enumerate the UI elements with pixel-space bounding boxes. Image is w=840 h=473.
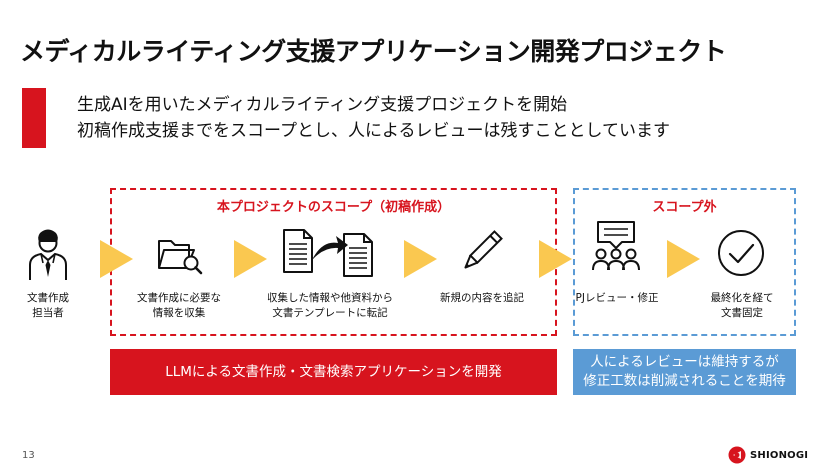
logo-text: SHIONOGI (750, 449, 809, 461)
page-number: 13 (22, 450, 35, 461)
person-icon (29, 229, 67, 280)
scope-out-box (573, 188, 796, 336)
flow-arrow-1 (100, 240, 133, 278)
band-in-scope-text: LLMによる文書作成・文書検索アプリケーションを開発 (165, 363, 502, 380)
actor-label: 文書作成 担当者 (27, 292, 69, 319)
document-transfer-icon (283, 229, 373, 277)
flow-arrow-2 (234, 240, 267, 278)
step-label-2: 収集した情報や他資料から 文書テンプレートに転記 (267, 292, 393, 319)
band-out-scope: 人によるレビューは維持するが 修正工数は削減されることを期待 (573, 349, 796, 395)
pencil-icon (464, 230, 503, 269)
group-review-icon (592, 221, 640, 271)
summary: 生成AIを用いたメディカルライティング支援プロジェクトを開始 初稿作成支援までを… (77, 92, 670, 144)
band-out-scope-line-2: 修正工数は削減されることを期待 (583, 373, 786, 389)
flow-arrow-4 (539, 240, 572, 278)
folder-search-icon (158, 240, 203, 275)
flow-arrow-3 (404, 240, 437, 278)
accent-bar (22, 88, 46, 148)
step-label-1: 文書作成に必要な 情報を収集 (137, 292, 221, 319)
check-circle-icon (718, 230, 764, 276)
step-label-4: PJレビュー・修正 (575, 292, 659, 304)
band-out-scope-line-1: 人によるレビューは維持するが (590, 354, 779, 370)
scope-in-label: 本プロジェクトのスコープ（初稿作成） (216, 200, 451, 215)
summary-line-2: 初稿作成支援までをスコープとし、人によるレビューは残すこととしています (77, 121, 670, 141)
step-label-3: 新規の内容を追記 (440, 292, 524, 304)
summary-line-1: 生成AIを用いたメディカルライティング支援プロジェクトを開始 (77, 95, 568, 115)
scope-out-label: スコープ外 (652, 200, 717, 215)
flow-arrow-5 (667, 240, 700, 278)
shionogi-logo-icon (728, 446, 746, 464)
step-label-5: 最終化を経て 文書固定 (710, 292, 774, 319)
page-title: メディカルライティング支援アプリケーション開発プロジェクト (20, 37, 727, 66)
company-logo: SHIONOGI (728, 446, 808, 464)
band-in-scope: LLMによる文書作成・文書検索アプリケーションを開発 (110, 349, 557, 395)
